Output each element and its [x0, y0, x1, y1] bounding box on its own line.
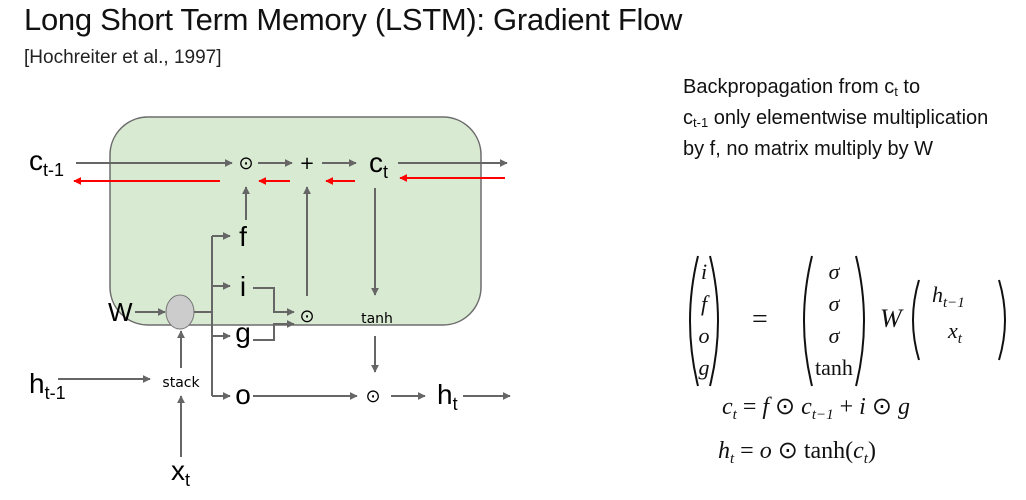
weight-label: W — [108, 297, 133, 327]
stack-label: stack — [162, 375, 200, 391]
gate-vector: i f o g — [696, 256, 712, 384]
h-sub: t−1 — [943, 295, 965, 311]
activation-vector: σ σ σ tanh — [806, 256, 862, 384]
h-prev-label: ht-1 — [29, 368, 66, 403]
activation-sigma: σ — [828, 259, 840, 284]
gate-o: o — [698, 323, 710, 348]
arrow-g-to-input-mul — [253, 320, 295, 341]
equals-sign: = — [752, 304, 768, 335]
note-sub: t-1 — [693, 115, 709, 130]
lstm-cell-box — [109, 116, 482, 326]
note-sub: t — [894, 84, 898, 99]
matmul-node — [165, 294, 195, 330]
tanh-label: tanh — [361, 311, 393, 327]
x-symbol: x — [948, 318, 958, 343]
weight-symbol: W — [880, 304, 902, 333]
vec-h-prev: ht−1 — [932, 282, 965, 312]
h-symbol: h — [932, 282, 943, 307]
activation-tanh: tanh — [815, 355, 853, 380]
citation: [Hochreiter et al., 1997] — [24, 47, 222, 68]
gate-o-label: o — [235, 379, 251, 410]
note-text: only elementwise multiplication by f, no… — [683, 107, 989, 160]
input-multiply-node: ⊙ — [299, 306, 314, 327]
hidden-state-equation: ht = o ⊙ tanh(ct) — [718, 438, 876, 467]
output-multiply-node: ⊙ — [365, 386, 380, 407]
c-next-label: ct — [369, 147, 388, 182]
gate-g: g — [698, 355, 710, 380]
gate-f-label: f — [239, 221, 247, 252]
note-text: to — [897, 76, 921, 98]
cell-state-equation: ct = f ⊙ ct−1 + i ⊙ g — [722, 394, 910, 423]
slide-title: Long Short Term Memory (LSTM): Gradient … — [24, 2, 683, 37]
x-sub: t — [957, 331, 962, 347]
rhs-parens — [803, 255, 865, 387]
gate-i: i — [700, 259, 708, 284]
arrow-i-to-input-mul — [253, 287, 295, 316]
gate-f: f — [700, 291, 708, 316]
note-text: Backpropagation from c — [683, 76, 895, 98]
c-prev-label: ct-1 — [29, 145, 64, 180]
gate-i-label: i — [240, 271, 246, 302]
x-label: xt — [171, 455, 190, 490]
lhs-parens — [689, 255, 719, 387]
gradient-flow-note: Backpropagation from ct to ct-1 only elem… — [683, 74, 1013, 162]
add-node: + — [299, 153, 314, 174]
activation-sigma: σ — [828, 291, 840, 316]
activation-sigma: σ — [828, 323, 840, 348]
input-parens — [912, 279, 1006, 361]
forget-multiply-node: ⊙ — [238, 153, 253, 174]
gate-g-label: g — [235, 317, 251, 348]
h-next-label: ht — [437, 379, 458, 414]
note-text: c — [683, 107, 693, 129]
vec-x: xt — [948, 318, 962, 348]
